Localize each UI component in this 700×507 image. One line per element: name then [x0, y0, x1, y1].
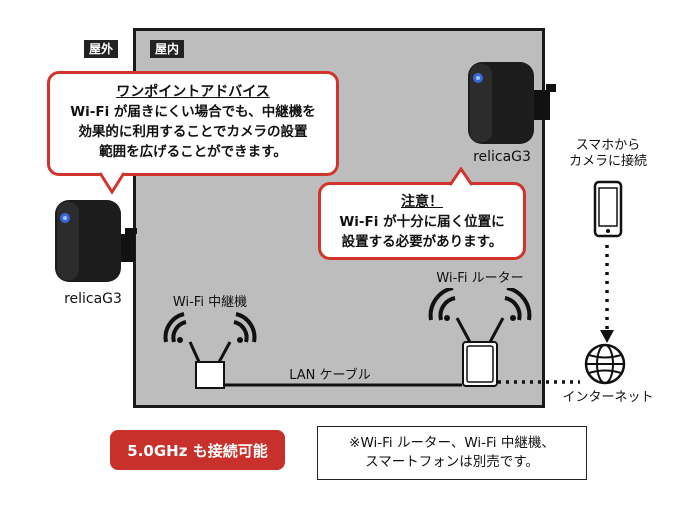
repeater-label: Wi-Fi 中継機: [172, 295, 248, 310]
smartphone-icon: [593, 180, 623, 238]
camera-right-icon: [468, 62, 556, 144]
router-label: Wi-Fi ルーター: [436, 271, 524, 286]
tip-bubble-tail: [98, 172, 126, 195]
lan-cable-label: LAN ケーブル: [289, 368, 371, 383]
smartphone-label-line-1: スマホから: [575, 138, 641, 153]
tip-line-1: Wi-Fi が届きにくい場合でも、中継機を: [70, 104, 316, 120]
outdoor-label: 屋外: [84, 40, 119, 58]
tip-title: ワンポイントアドバイス: [116, 84, 270, 100]
smartphone-label: スマホから カメラに接続: [568, 138, 648, 170]
footnote-box: ※Wi-Fi ルーター、Wi-Fi 中継機、 スマートフォンは別売です。: [317, 426, 587, 480]
tip-line-2: 効果的に利用することでカメラの設置: [78, 124, 308, 140]
tip-bubble: ワンポイントアドバイス Wi-Fi が届きにくい場合でも、中継機を 効果的に利用…: [47, 71, 339, 176]
camera-left-icon: [55, 200, 137, 282]
caution-bubble: 注意！ Wi-Fi が十分に届く位置に 設置する必要があります。: [318, 182, 526, 260]
caution-line-2: 設置する必要があります。: [341, 234, 503, 250]
camera-right-label: relicaG3: [473, 149, 531, 165]
footnote-line-1: ※Wi-Fi ルーター、Wi-Fi 中継機、: [349, 435, 555, 451]
smartphone-label-line-2: カメラに接続: [568, 154, 647, 169]
tip-line-3: 範囲を広げることができます。: [99, 144, 287, 160]
repeater-icon: [163, 312, 257, 389]
router-icon: [428, 288, 532, 387]
internet-label: インターネット: [562, 390, 654, 405]
arrow-down-icon: [600, 330, 614, 343]
caution-title: 注意！: [401, 194, 443, 210]
frequency-badge: 5.0GHz も接続可能: [110, 430, 285, 470]
globe-icon: [584, 343, 626, 385]
footnote-line-2: スマートフォンは別売です。: [365, 454, 539, 470]
indoor-label: 屋内: [150, 40, 185, 58]
caution-line-1: Wi-Fi が十分に届く位置に: [339, 214, 505, 230]
camera-left-label: relicaG3: [64, 291, 122, 307]
caution-bubble-tail: [448, 167, 474, 186]
